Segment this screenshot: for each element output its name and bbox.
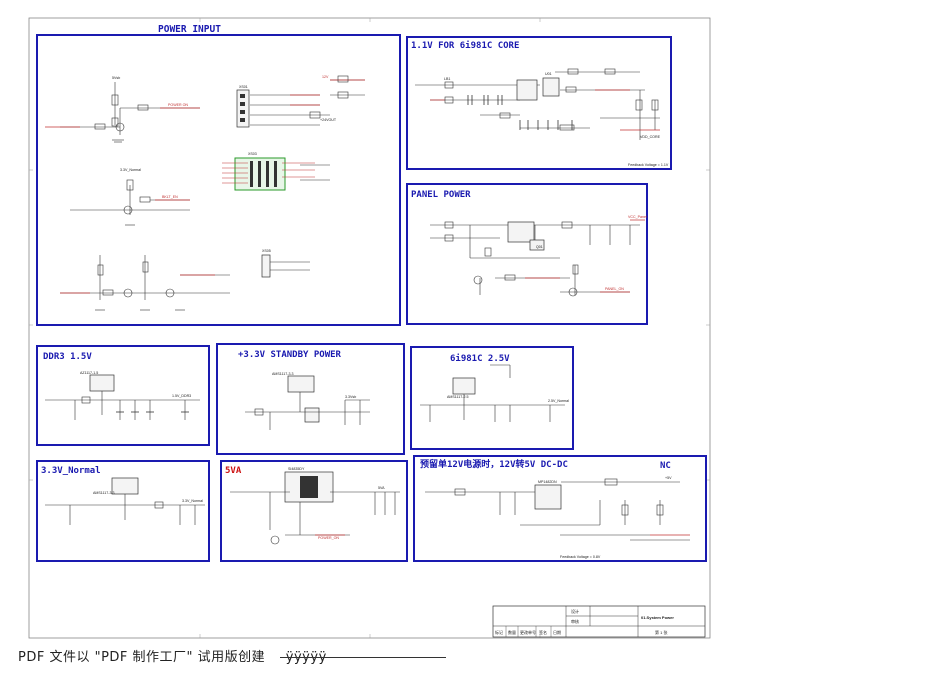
block-title: DDR3 1.5V [43,352,92,362]
ref-ddr-regulator: AZ1117-1.5 [80,371,98,375]
pdf-watermark-footer: PDF 文件以 "PDF 制作工厂" 试用版创建 ÿÿÿÿÿ [18,646,327,665]
ref-sb-regulator: AMS1117-3.3 [272,372,293,376]
ref-mp1482: MP1482DN [538,480,557,484]
tb-designed: 设计 [571,608,579,614]
frame-ticks [29,18,710,638]
ref-u01: U01 [545,72,552,76]
drawing-frame [28,17,711,639]
block-frame [406,36,672,170]
net-3v3sb: 3.3Vsb [345,395,356,399]
block-title: 6i981C 2.5V [450,353,510,364]
ref-si4835: SI4835DY [288,467,305,471]
ref-3v3-regulator: AMS1117-3.3 [93,491,114,495]
connector-xs05 [261,254,271,278]
block-reserve-dcdc: 预留单12V电源时，12V转5V DC-DC NC MP1482DN +5V F… [413,455,707,562]
net-power-on-5va: POWER_ON [318,536,339,540]
net-bklt-en: BKLT_EN [162,195,178,199]
ref-2v5-regulator: AMS1117-2.5 [447,395,468,399]
ic-panel-q [529,239,545,251]
ic-load-switch [507,221,535,243]
tb-page: 第 1 张 [655,629,667,635]
label-3v3-normal: 3.3V_Normal [120,168,141,172]
block-title: +3.3V STANDBY POWER [238,350,342,360]
connector-xs01 [236,89,250,128]
block-frame [406,183,648,325]
ic-az1117 [89,374,115,392]
block-frame [410,346,574,450]
ic-u01 [542,77,560,97]
block-frame [216,343,405,455]
net-1v5-ddr3: 1.5V_DDR3 [172,394,191,398]
ic-ams1117-sb [287,375,315,393]
label-5vsb: 5Vsb [112,76,120,80]
block-5va: 5VA SI4835DY POWER_ON 5VA [220,460,408,562]
ic-sb-mosfet [304,407,320,423]
net-5va: 5VA [378,486,385,490]
block-standby-3v3: +3.3V STANDBY POWER AMS1117-3.3 3.3Vsb [216,343,405,455]
block-frame [36,34,401,326]
block-core-1v1: 1.1V FOR 6i981C CORE LB1 U01 VD [406,36,672,170]
block-power-input: POWER INPUT [36,24,401,326]
tb-rev-mark: 标记 [495,629,503,635]
tb-rev-ecn: 更改单号 [520,629,536,635]
net-vcc-panel: VCC_Panel [628,215,647,219]
net-12v: 12V [322,75,329,79]
net-24vout: +24VOUT [320,118,337,122]
tb-rev-date: 日期 [553,629,561,635]
net-5v-out: +5V [665,476,672,480]
block-panel-power: PANEL POWER VCC_Panel Q01 PANEL_ON [406,183,648,325]
block-ddr3: DDR3 1.5V AZ1117-1.5 1.5V_DDR3 [36,345,210,446]
ref-xs03: XS03 [248,152,257,156]
nc-tag: NC [660,461,671,471]
block-frame [36,345,210,446]
tb-rev-sign: 签名 [539,629,547,635]
net-3v3-normal: 3.3V_Normal [182,499,203,503]
tb-rev-qty: 数量 [508,629,516,635]
footer-text: PDF 文件以 "PDF 制作工厂" 试用版创建 [18,650,266,665]
note-core: Feedback Voltage = 1.1V [628,163,669,167]
block-frame [413,455,707,562]
ref-lb1: LB1 [444,77,450,81]
block-frame [220,460,408,562]
footer-underline [280,657,446,658]
block-title: PANEL POWER [411,190,471,200]
ic-mp1482 [534,484,562,510]
block-title: 5VA [225,466,242,476]
net-power-on: POWER ON [168,103,188,107]
block-title: POWER INPUT [158,24,221,35]
ic-ams1117-3v3 [111,477,139,495]
tb-checked: 审核 [571,618,579,624]
net-vdd-core: VDD_CORE [640,135,661,139]
block-title: 3.3V_Normal [41,466,101,476]
block-title: 1.1V FOR 6i981C CORE [411,40,519,51]
net-panel-on: PANEL_ON [605,287,624,291]
ic-ams1117-2v5 [452,377,476,395]
block-frame [36,460,210,562]
note-reserve: Feedback Voltage = 0.8V [560,555,601,559]
ref-xs05: XS05 [262,249,271,253]
ref-xs01: XS01 [239,85,248,89]
block-title: 预留单12V电源时，12V转5V DC-DC [420,458,568,470]
block-3v3-normal: 3.3V_Normal AMS1117-3.3 3.3V_Normal [36,460,210,562]
net-2v5-normal: 2.5V_Normal [548,399,569,403]
block-2v5: 6i981C 2.5V AMS1117-2.5 2.5V_Normal [410,346,574,450]
ref-q01: Q01 [536,245,543,249]
title-block: 设计 审核 01.System Power 第 1 张 标记 数量 更改单号 签… [492,605,706,638]
ic-buck [516,79,538,101]
tb-sheet-name: 01.System Power [641,615,674,620]
